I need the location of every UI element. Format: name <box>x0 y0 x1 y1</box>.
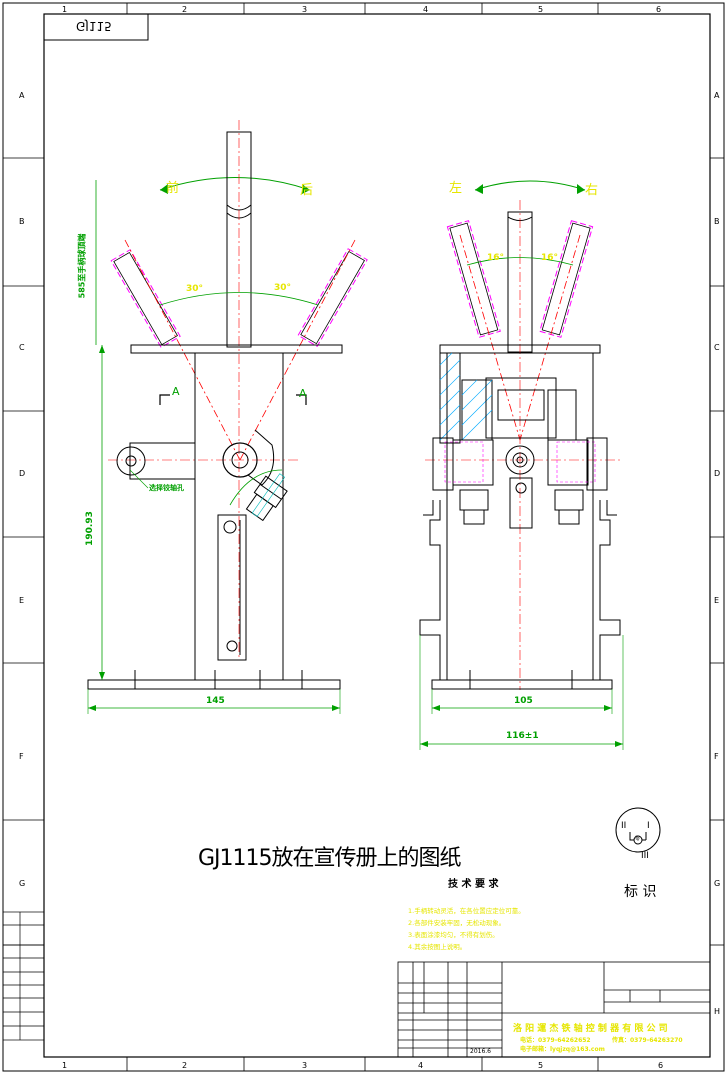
row-label-D: D <box>19 469 26 478</box>
row-label-G-right: G <box>714 879 721 888</box>
tech-req-item-4: 4.其余按图上说明。 <box>408 943 467 951</box>
row-label-F-right: F <box>714 752 719 761</box>
col-label-4: 4 <box>423 5 429 14</box>
col-label-6: 6 <box>656 5 662 14</box>
dim-top-note: 585至手柄球頂端 <box>77 233 87 299</box>
section-mark-right: A <box>299 387 307 400</box>
dim-width-105: 105 <box>514 696 533 706</box>
title-block <box>397 961 711 1058</box>
company-email: 电子邮箱：lyqjzq@163.com <box>520 1046 605 1053</box>
row-label-E: E <box>19 596 25 605</box>
position-symbol <box>615 807 661 853</box>
col-label-2: 2 <box>182 5 188 14</box>
label-right: 右 <box>585 183 599 198</box>
col-label-5-bottom: 5 <box>538 1061 544 1070</box>
dim-width-116: 116±1 <box>506 731 539 741</box>
dim-height: 190.93 <box>84 511 95 546</box>
row-label-A-right: A <box>714 91 720 100</box>
col-label-3-bottom: 3 <box>302 1061 308 1070</box>
col-label-1-bottom: 1 <box>62 1061 68 1070</box>
row-label-B: B <box>19 217 25 226</box>
symbol-pos-2: II <box>621 821 627 831</box>
col-label-1: 1 <box>62 5 68 14</box>
tech-req-item-2: 2.各部件安装牢固，无松动现象。 <box>408 919 506 927</box>
col-label-3: 3 <box>302 5 308 14</box>
dim-width-145: 145 <box>206 696 225 706</box>
angle-left-30: 30° <box>186 284 204 294</box>
drawing-number-stamp: GJ115 <box>76 19 112 33</box>
main-title: GJ1115放在宣传册上的图纸 <box>198 846 462 871</box>
tech-req-item-1: 1.手柄转动灵活，在各位置应定位可靠。 <box>408 907 525 915</box>
drawing-number-box <box>43 13 149 41</box>
row-label-G: G <box>19 879 26 888</box>
col-label-6-bottom: 6 <box>658 1061 664 1070</box>
row-label-F: F <box>19 752 24 761</box>
company-fax: 传真：0379-64263270 <box>612 1037 683 1044</box>
tech-req-item-3: 3.表面涂漆均匀，不得有划伤。 <box>408 931 499 939</box>
label-left: 左 <box>449 181 463 196</box>
tech-req-heading: 技 术 要 求 <box>448 879 499 890</box>
angle-right-16: 16° <box>541 253 559 263</box>
row-label-B-right: B <box>714 217 720 226</box>
symbol-center: 零 <box>635 836 641 842</box>
col-label-5: 5 <box>538 5 544 14</box>
inner-border <box>43 13 711 1058</box>
col-label-4-bottom: 4 <box>418 1061 424 1070</box>
row-label-A: A <box>19 91 25 100</box>
angle-left-16: 16° <box>487 253 505 263</box>
drawing-date: 2016.6 <box>470 1048 491 1055</box>
left-view <box>87 120 368 714</box>
row-label-H-right: H <box>714 1007 721 1016</box>
right-view <box>419 180 624 750</box>
company-name: 洛 阳 運 杰 铁 轴 控 制 器 有 限 公 司 <box>513 1024 668 1034</box>
company-phone: 电话：0379-64262652 <box>520 1037 591 1044</box>
row-label-E-right: E <box>714 596 720 605</box>
revision-table <box>2 911 45 1041</box>
row-label-D-right: D <box>714 469 721 478</box>
row-label-C-right: C <box>714 343 720 352</box>
angle-right-30: 30° <box>274 283 292 293</box>
symbol-caption: 标 识 <box>624 884 657 900</box>
col-label-2-bottom: 2 <box>182 1061 188 1070</box>
section-mark-left: A <box>172 385 180 398</box>
symbol-pos-1: I <box>647 821 650 831</box>
symbol-pos-3: III <box>641 851 649 861</box>
zone-ticks <box>3 3 724 1071</box>
note-hole-option: 选择铰轴孔 <box>149 484 184 492</box>
label-front: 前 <box>166 181 180 196</box>
row-label-C: C <box>19 343 25 352</box>
label-back: 后 <box>300 183 314 198</box>
